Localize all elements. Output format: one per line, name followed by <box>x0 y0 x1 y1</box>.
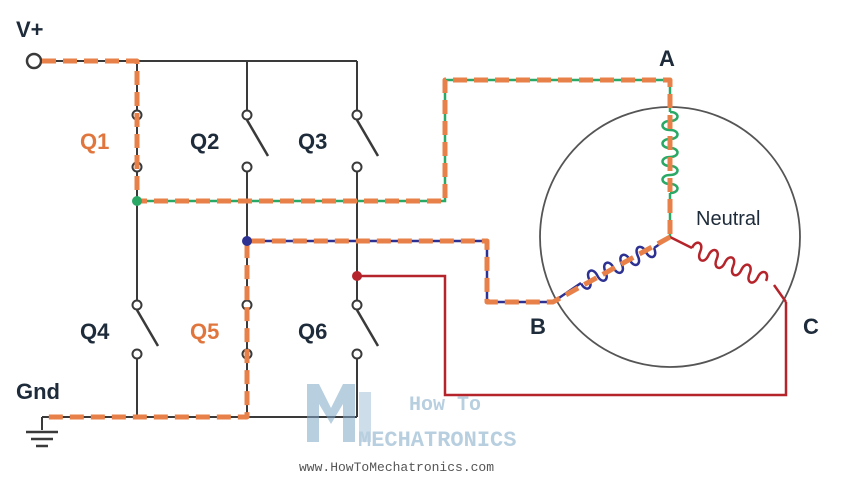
active-current-path <box>42 58 673 420</box>
watermark-line2: MECHATRONICS <box>358 428 516 453</box>
watermark-logo: How To MECHATRONICS <box>307 384 516 453</box>
vplus-label: V+ <box>16 17 44 42</box>
q3-label: Q3 <box>298 129 327 154</box>
switch-q4 <box>131 299 160 360</box>
phase-a-label: A <box>659 46 675 71</box>
vplus-terminal <box>25 52 43 70</box>
coil-c <box>669 235 788 303</box>
phase-b-label: B <box>530 314 546 339</box>
switch-q6 <box>351 299 380 360</box>
q1-label: Q1 <box>80 129 109 154</box>
ground-symbol <box>26 430 58 448</box>
q4-label: Q4 <box>80 319 110 344</box>
q6-label: Q6 <box>298 319 327 344</box>
phase-c-wire <box>357 274 788 397</box>
watermark-line1: How To <box>409 394 481 417</box>
neutral-label: Neutral <box>696 208 760 230</box>
q5-label: Q5 <box>190 319 219 344</box>
q2-label: Q2 <box>190 129 219 154</box>
phase-c-label: C <box>803 314 819 339</box>
phase-b-wire <box>247 239 553 304</box>
junction-phase-c <box>352 271 362 281</box>
watermark-m-icon <box>307 384 371 442</box>
switch-q3 <box>351 109 380 173</box>
watermark-url: www.HowToMechatronics.com <box>299 460 494 475</box>
junction-phase-a <box>132 196 142 206</box>
switch-q2 <box>241 109 270 173</box>
gnd-label: Gnd <box>16 379 60 404</box>
junction-phase-b <box>242 236 252 246</box>
